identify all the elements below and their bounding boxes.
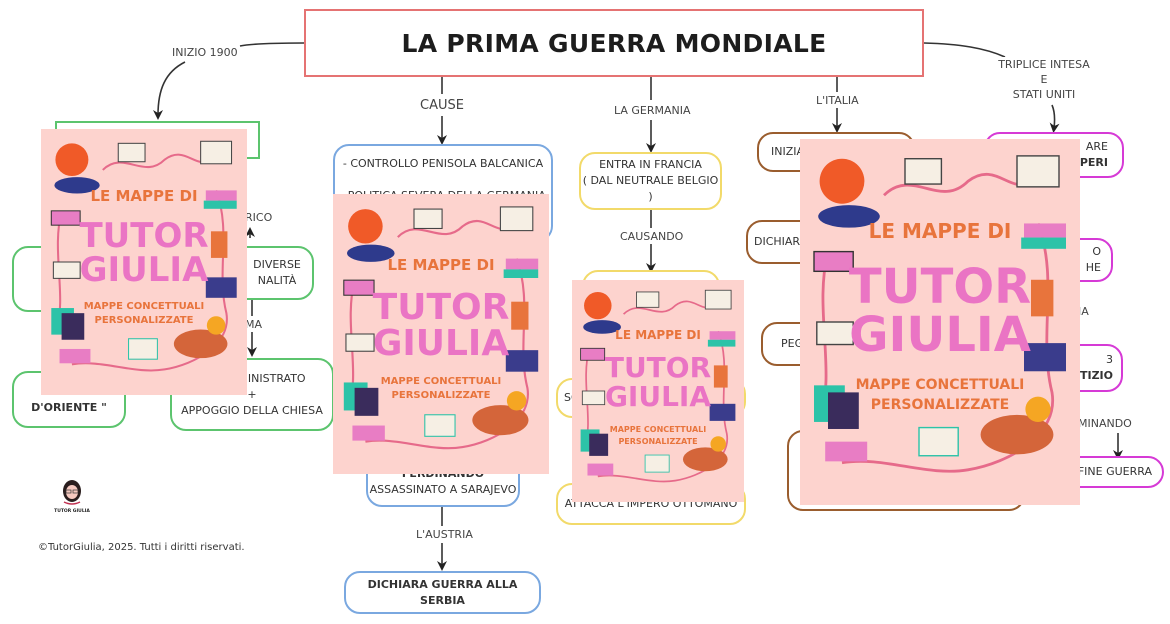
cause-item-1: - CONTROLLO PENISOLA BALCANICA — [342, 157, 544, 170]
ad-mappe-concettuali: MAPPE CONCETTUALI — [380, 376, 502, 387]
edge-inizio — [239, 42, 305, 47]
ad-giulia: GIULIA — [849, 307, 1031, 363]
book-illustrations-icon — [343, 206, 539, 450]
ad-le-mappe-di: LE MAPPE DI — [615, 328, 701, 342]
ad-tutor: TUTOR — [604, 351, 712, 384]
imperi-line2: PERI — [1079, 156, 1108, 169]
label-triplice-line1: TRIPLICE INTESA — [998, 58, 1090, 71]
ad-tutor: TUTOR — [848, 259, 1032, 315]
ad-le-mappe-di: LE MAPPE DI — [387, 256, 495, 274]
node-amministrato-line1: MINISTRATO — [238, 371, 306, 385]
label-austria: L'AUSTRIA — [416, 527, 473, 542]
ad-personalizzate: PERSONALIZZATE — [94, 315, 194, 326]
ad-mappe-concettuali: MAPPE CONCETTUALI — [609, 425, 707, 434]
label-minando: MINANDO — [1078, 416, 1132, 431]
ad-giulia: GIULIA — [79, 250, 209, 290]
label-triplice-line2: E — [1040, 73, 1048, 86]
node-amministrato-line3: APPOGGIO DELLA CHIESA — [181, 403, 323, 417]
ad-le-mappe-di: LE MAPPE DI — [90, 187, 198, 205]
label-la-germania: LA GERMANIA — [614, 103, 691, 118]
ad-mappe-concettuali: MAPPE CONCETTUALI — [83, 301, 205, 312]
node-entra-in-francia[interactable]: ENTRA IN FRANCIA ( DAL NEUTRALE BELGIO ) — [579, 152, 722, 210]
label-triplice-intesa: TRIPLICE INTESA E STATI UNITI — [994, 57, 1094, 102]
label-triplice-line3: STATI UNITI — [1012, 88, 1076, 101]
ad-tutor-giulia-4[interactable]: LE MAPPE DI TUTOR GIULIA MAPPE CONCETTUA… — [800, 139, 1080, 505]
ad-tutor-giulia-1[interactable]: LE MAPPE DI TUTOR GIULIA MAPPE CONCETTUA… — [41, 129, 247, 395]
sarajevo-line2: ASSASSINATO A SARAJEVO — [369, 482, 517, 496]
label-ia: IA — [1078, 304, 1089, 319]
label-italia: L'ITALIA — [816, 93, 859, 108]
node-dichiara-guerra-serbia[interactable]: DICHIARA GUERRA ALLA SERBIA — [344, 571, 541, 614]
he-line2: HE — [1085, 261, 1101, 274]
ad-mappe-concettuali: MAPPE CONCETTUALI — [855, 377, 1025, 393]
ad-giulia: GIULIA — [372, 323, 510, 364]
ad-tutor-giulia-2[interactable]: LE MAPPE DI TUTOR GIULIA MAPPE CONCETTUA… — [333, 194, 549, 474]
label-rico: RICO — [245, 210, 273, 225]
node-oriente-line2: D'ORIENTE " — [31, 400, 107, 414]
armistizio-line2: STIZIO — [1072, 369, 1113, 382]
book-illustrations-icon — [580, 289, 736, 483]
he-line1: O — [1092, 245, 1101, 258]
book-illustrations-icon — [50, 140, 237, 372]
ad-tutor: TUTOR — [79, 216, 209, 256]
ad-tutor-giulia-3[interactable]: LE MAPPE DI TUTOR GIULIA MAPPE CONCETTUA… — [572, 280, 744, 502]
copyright-footer: ©TutorGiulia, 2025. Tutti i diritti rise… — [38, 542, 245, 553]
armistizio-line1: 3 — [1106, 353, 1113, 366]
node-diverse-line2: NALITÀ — [257, 274, 297, 287]
edge-triplice — [923, 42, 1006, 58]
main-title: LA PRIMA GUERRA MONDIALE — [304, 9, 924, 77]
node-diverse-line1: DIVERSE — [253, 258, 301, 271]
francia-line1: ENTRA IN FRANCIA — [599, 158, 702, 171]
ad-personalizzate: PERSONALIZZATE — [870, 397, 1010, 413]
label-inizio-1900: INIZIO 1900 — [172, 45, 238, 60]
avatar-label: TUTOR GIULIA — [54, 508, 90, 514]
ad-le-mappe-di: LE MAPPE DI — [868, 219, 1012, 243]
ad-giulia: GIULIA — [604, 380, 712, 413]
imperi-line1: ARE — [1085, 140, 1108, 153]
tutor-giulia-avatar-icon: TUTOR GIULIA — [54, 480, 90, 514]
book-illustrations-icon — [813, 155, 1066, 473]
ad-personalizzate: PERSONALIZZATE — [391, 390, 491, 401]
node-amministrato-line2: + — [247, 387, 257, 401]
label-ma: MA — [245, 317, 263, 332]
francia-line2: ( DAL NEUTRALE BELGIO ) — [582, 174, 719, 203]
label-causando: CAUSANDO — [620, 229, 684, 244]
ad-personalizzate: PERSONALIZZATE — [618, 437, 698, 446]
edge-inizio-arrow — [153, 61, 186, 120]
label-cause: CAUSE — [420, 98, 464, 113]
ad-tutor: TUTOR — [372, 287, 510, 328]
